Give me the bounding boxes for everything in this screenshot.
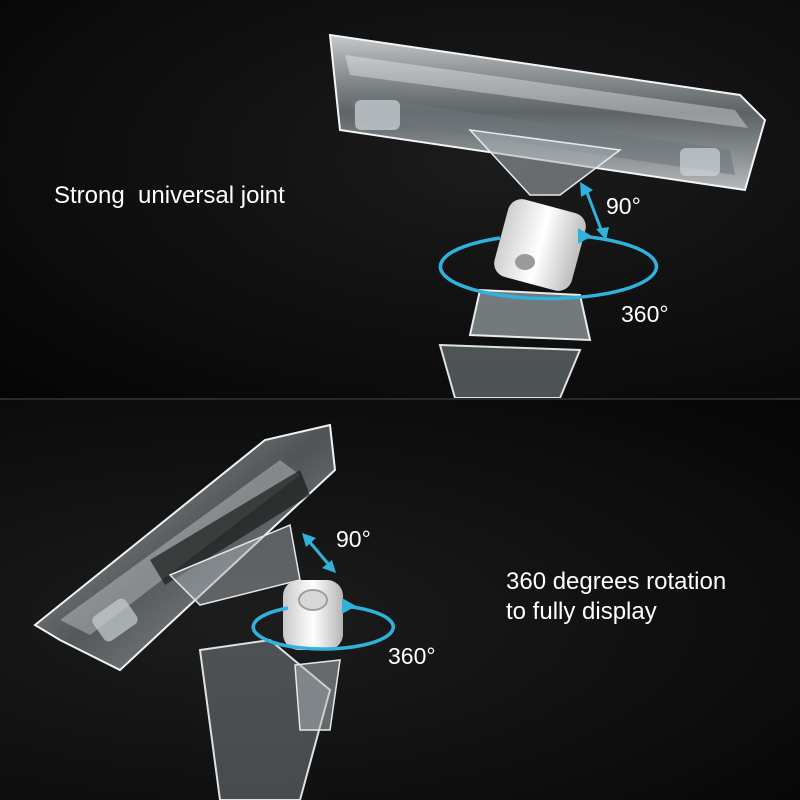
clip-stand-bottom	[198, 638, 341, 800]
universal-joint	[494, 199, 586, 291]
bottom-caption-line1: 360 degrees rotation	[506, 568, 727, 595]
panel-divider	[0, 398, 800, 400]
rotation-ring	[438, 228, 659, 301]
top-panel: Strong universal joint 90° 360°	[0, 0, 800, 398]
bottom-tilt-label: 90°	[336, 526, 371, 552]
top-rotation-label: 360°	[621, 301, 669, 327]
clip-head-angled	[33, 423, 337, 672]
bottom-panel: 90° 360° 360 degrees rotation to fully d…	[0, 400, 800, 800]
clip-stand	[438, 288, 592, 398]
bottom-clip-illustration	[33, 423, 395, 800]
clip-head	[328, 33, 767, 196]
tilt-arrow	[580, 182, 609, 240]
bottom-caption-line2: to fully display	[506, 598, 657, 625]
bottom-rotation-label: 360°	[388, 643, 436, 669]
rotation-ring-bottom	[251, 598, 395, 651]
universal-joint-bottom	[283, 580, 343, 650]
top-tilt-label: 90°	[606, 193, 641, 219]
top-caption: Strong universal joint	[54, 182, 285, 209]
top-clip-illustration	[328, 33, 767, 398]
tilt-arrow-bottom	[302, 533, 336, 573]
